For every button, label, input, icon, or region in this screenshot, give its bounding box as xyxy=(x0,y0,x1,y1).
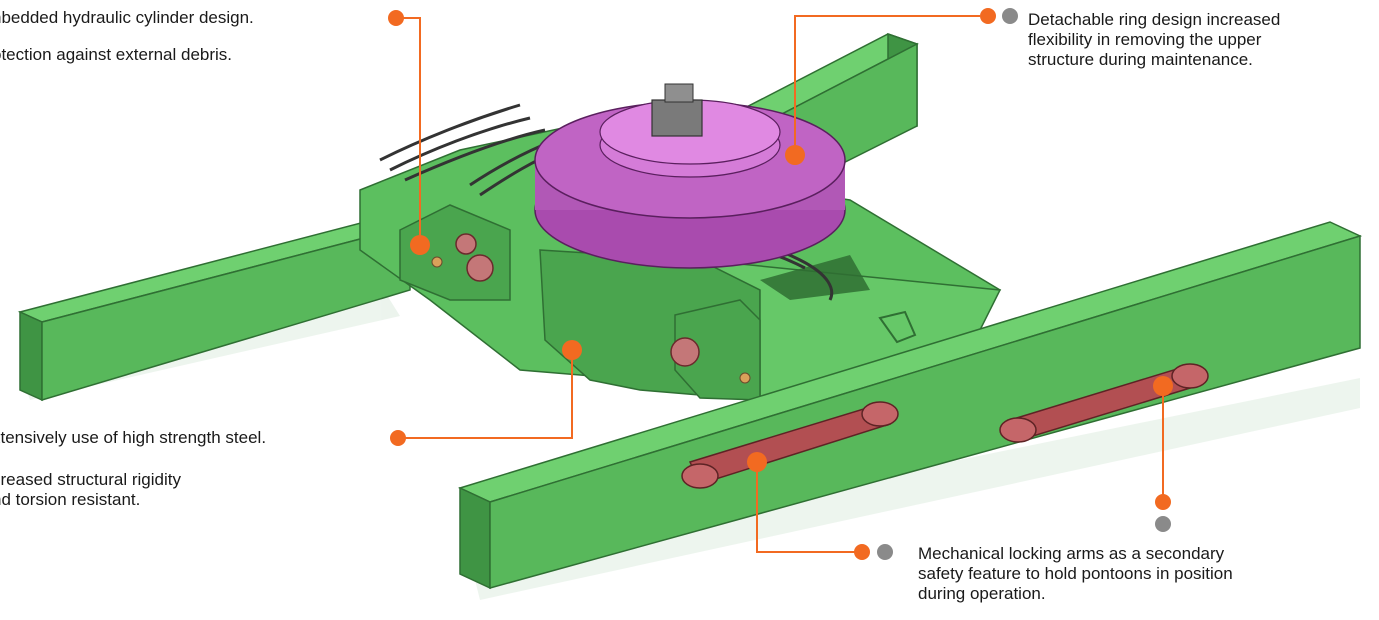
hydraulic-callout-line-1: nbedded hydraulic cylinder design. xyxy=(0,8,254,27)
steel-callout-line-2: creased structural rigidity nd torsion r… xyxy=(0,470,181,509)
lock-target-left-marker xyxy=(747,452,767,472)
steel-callout-line-1: xtensively use of high strength steel. xyxy=(0,428,267,447)
lock-target-right-marker xyxy=(1153,376,1173,396)
ring-text-marker-gray xyxy=(1002,8,1018,24)
ring-callout: Detachable ring design increased flexibi… xyxy=(1028,10,1281,69)
lock-text-marker-orange xyxy=(854,544,870,560)
slewing-ring xyxy=(534,83,846,269)
markers xyxy=(388,8,1173,560)
hydraulic-callout-line-2: otection against external debris. xyxy=(0,45,233,64)
front-pontoon-beam xyxy=(457,221,1363,590)
ring-text-marker-orange xyxy=(980,8,996,24)
locking-arms-callout: Mechanical locking arms as a secondary s… xyxy=(918,544,1233,603)
lock-leader-left xyxy=(756,462,862,553)
lock-right-gray-marker xyxy=(1155,516,1171,532)
lock-right-orange-marker xyxy=(1155,494,1171,510)
ring-target-marker xyxy=(785,145,805,165)
steel-target-marker xyxy=(562,340,582,360)
locking-arms xyxy=(681,363,1209,489)
hydraulic-text-marker xyxy=(388,10,404,26)
steel-text-marker xyxy=(390,430,406,446)
steel-leader xyxy=(398,350,573,439)
hydraulic-target-marker xyxy=(410,235,430,255)
lock-text-marker-gray xyxy=(877,544,893,560)
ring-leader xyxy=(794,15,980,155)
